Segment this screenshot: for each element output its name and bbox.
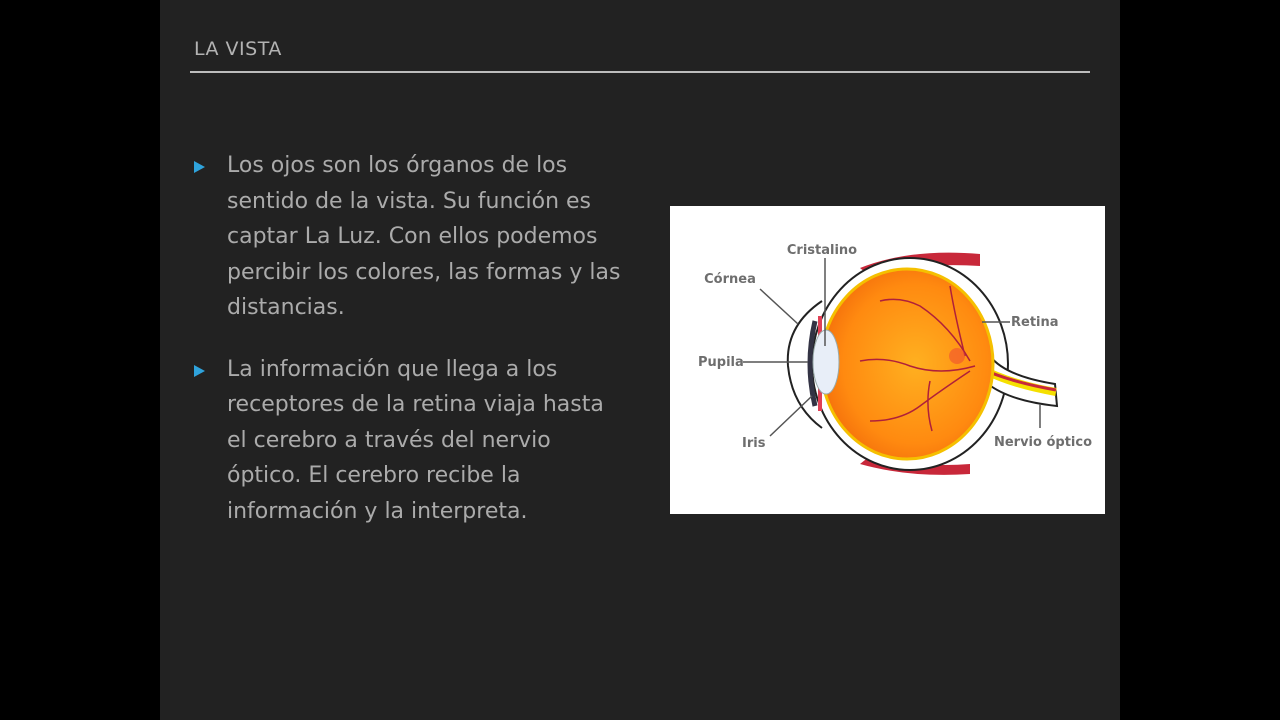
label-nervio-optico: Nervio óptico (994, 435, 1092, 450)
cornea (786, 300, 823, 429)
blood-vessels (859, 285, 976, 432)
bullet-line: La información que llega a los (227, 356, 558, 382)
bullet-line: óptico. El cerebro recibe la (227, 463, 521, 488)
bullet-arrow-icon (194, 364, 205, 377)
iris (807, 320, 818, 407)
bullet-arrow-icon (194, 161, 205, 173)
eye-illustration: Cristalino Córnea Retina Pupila Iris Ner… (698, 243, 1092, 475)
bullet-line: captar La Luz. Con ellos podemos (227, 224, 598, 249)
bullet-line: el cerebro a través del nervio (227, 427, 551, 453)
eye-diagram: Cristalino Córnea Retina Pupila Iris Ner… (670, 206, 1105, 514)
bullet-line: información y la interpreta. (227, 498, 528, 524)
label-retina: Retina (1011, 315, 1059, 330)
slide: LA VISTA Los ojos son los órganos de los… (160, 0, 1120, 720)
bullet-line: percibir los colores, las formas y las (227, 259, 621, 285)
bullet-item: Los ojos son los órganos de los sentido … (194, 148, 664, 326)
leader-lines (743, 258, 1041, 437)
bullet-line: receptores de la retina viaja hasta (227, 392, 604, 417)
lens (812, 329, 840, 395)
bullet-item: La información que llega a los receptore… (194, 352, 664, 530)
bullet-line: Los ojos son los órganos de los (227, 153, 568, 178)
bullet-line: sentido de la vista. Su función es (227, 188, 591, 214)
macula (949, 348, 965, 364)
label-iris: Iris (742, 436, 766, 451)
label-cornea: Córnea (704, 272, 756, 287)
slide-title: LA VISTA (194, 38, 282, 60)
title-divider (190, 71, 1090, 73)
label-cristalino: Cristalino (787, 243, 857, 258)
bullet-line: distancias. (227, 295, 345, 320)
label-pupila: Pupila (698, 355, 744, 370)
bullet-list: Los ojos son los órganos de los sentido … (194, 148, 664, 555)
eyeball (819, 267, 995, 461)
